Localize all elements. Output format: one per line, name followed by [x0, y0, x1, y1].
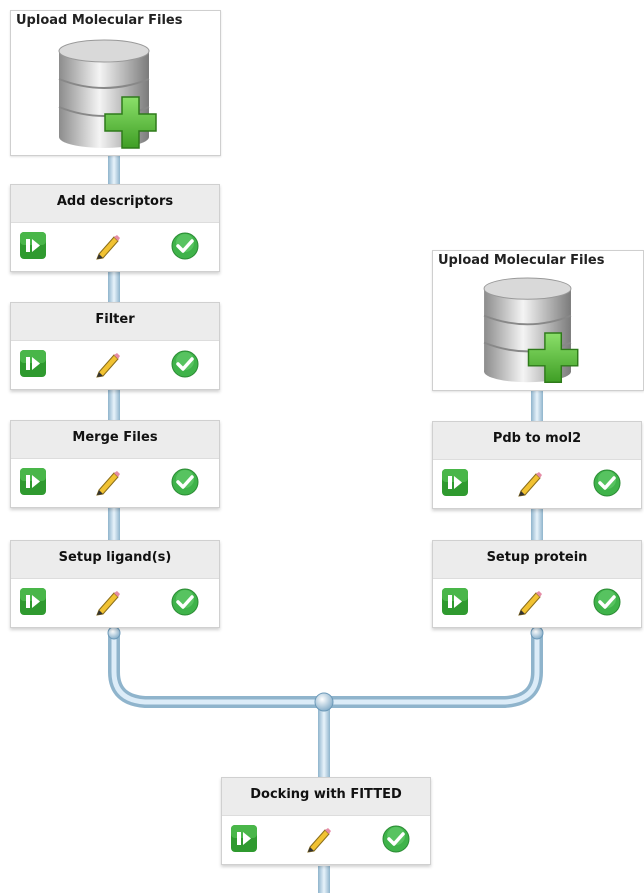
merge-connector-highlight: [111, 629, 540, 705]
run-icon[interactable]: [19, 467, 49, 497]
run-icon[interactable]: [19, 231, 49, 261]
connector-pipe: [531, 390, 543, 424]
node-setup-ligands[interactable]: Setup ligand(s): [10, 540, 220, 628]
node-title: Add descriptors: [56, 194, 174, 209]
checkmark-done-icon[interactable]: [170, 587, 200, 617]
pencil-edit-icon[interactable]: [92, 587, 122, 617]
node-header: Merge Files: [11, 421, 219, 459]
run-icon[interactable]: [19, 349, 49, 379]
node-header: Docking with FITTED: [222, 778, 430, 816]
node-header: Pdb to mol2: [433, 422, 641, 460]
upload-molecular-files-left[interactable]: Upload Molecular Files: [10, 10, 221, 156]
connector-pipe: [318, 866, 330, 893]
upload-title: Upload Molecular Files: [16, 13, 183, 28]
merge-connector: [108, 626, 543, 708]
connector-joint[interactable]: [314, 692, 334, 712]
node-title: Setup ligand(s): [58, 550, 172, 565]
node-actions: [11, 579, 219, 627]
upload-molecular-files-right[interactable]: Upload Molecular Files: [432, 250, 644, 391]
node-docking-fitted[interactable]: Docking with FITTED: [221, 777, 431, 865]
database-add-icon: [58, 39, 157, 149]
node-actions: [222, 816, 430, 864]
node-actions: [11, 459, 219, 507]
node-title: Setup protein: [486, 550, 588, 565]
connector-pipe: [108, 270, 120, 304]
node-title: Docking with FITTED: [250, 787, 402, 802]
node-title: Pdb to mol2: [492, 431, 582, 446]
pencil-edit-icon[interactable]: [92, 231, 122, 261]
node-actions: [11, 223, 219, 271]
node-header: Setup protein: [433, 541, 641, 579]
checkmark-done-icon[interactable]: [170, 231, 200, 261]
run-icon[interactable]: [19, 587, 49, 617]
checkmark-done-icon[interactable]: [592, 468, 622, 498]
node-actions: [11, 341, 219, 389]
connector-pipe: [108, 152, 120, 186]
run-icon[interactable]: [441, 468, 471, 498]
checkmark-done-icon[interactable]: [170, 349, 200, 379]
pencil-edit-icon[interactable]: [92, 349, 122, 379]
checkmark-done-icon[interactable]: [592, 587, 622, 617]
node-filter[interactable]: Filter: [10, 302, 220, 390]
node-pdb-to-mol2[interactable]: Pdb to mol2: [432, 421, 642, 509]
node-header: Add descriptors: [11, 185, 219, 223]
connector-pipe: [108, 508, 120, 542]
node-title: Merge Files: [72, 430, 158, 445]
node-add-descriptors[interactable]: Add descriptors: [10, 184, 220, 272]
node-header: Setup ligand(s): [11, 541, 219, 579]
node-title: Filter: [95, 312, 135, 327]
pencil-edit-icon[interactable]: [92, 467, 122, 497]
checkmark-done-icon[interactable]: [381, 824, 411, 854]
connector-pipe: [318, 702, 330, 780]
upload-title: Upload Molecular Files: [438, 253, 605, 268]
node-actions: [433, 460, 641, 508]
database-add-icon: [483, 277, 579, 383]
run-icon[interactable]: [230, 824, 260, 854]
checkmark-done-icon[interactable]: [170, 467, 200, 497]
run-icon[interactable]: [441, 587, 471, 617]
connector-pipe: [108, 388, 120, 422]
pencil-edit-icon[interactable]: [303, 824, 333, 854]
pencil-edit-icon[interactable]: [514, 587, 544, 617]
node-setup-protein[interactable]: Setup protein: [432, 540, 642, 628]
node-header: Filter: [11, 303, 219, 341]
connector-joint[interactable]: [107, 626, 121, 640]
node-merge-files[interactable]: Merge Files: [10, 420, 220, 508]
node-actions: [433, 579, 641, 627]
connector-pipe: [531, 508, 543, 542]
pencil-edit-icon[interactable]: [514, 468, 544, 498]
connector-joint[interactable]: [530, 626, 544, 640]
